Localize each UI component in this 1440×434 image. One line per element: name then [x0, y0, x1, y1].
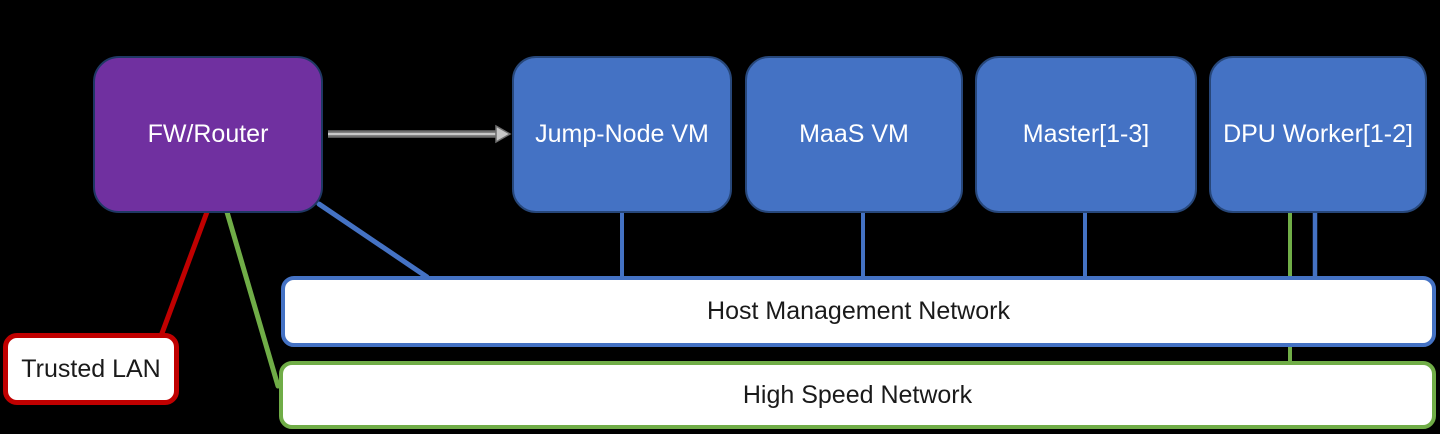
- node-trusted-lan: Trusted LAN: [3, 333, 179, 405]
- node-maas-vm-label: MaaS VM: [799, 120, 909, 149]
- trusted-lan-label: Trusted LAN: [21, 354, 161, 383]
- line-fw-to-host-mgmt: [316, 201, 430, 280]
- arrow-fw-to-jump-node: [328, 124, 512, 144]
- node-fw-router-label: FW/Router: [147, 120, 269, 149]
- node-jump-node-vm: Jump-Node VM: [512, 56, 732, 213]
- node-jump-node-vm-label: Jump-Node VM: [535, 120, 709, 149]
- line-fw-to-trusted-lan: [158, 209, 210, 339]
- line-fw-to-high-speed: [224, 209, 281, 389]
- network-bar-high-speed: High Speed Network: [279, 361, 1436, 429]
- node-fw-router: FW/Router: [93, 56, 323, 213]
- host-management-network-label: Host Management Network: [707, 297, 1010, 325]
- node-dpu-worker: DPU Worker[1-2]: [1209, 56, 1427, 213]
- node-maas-vm: MaaS VM: [745, 56, 963, 213]
- network-bar-host-management: Host Management Network: [281, 276, 1436, 347]
- node-master-label: Master[1-3]: [1022, 120, 1150, 149]
- node-dpu-worker-label: DPU Worker[1-2]: [1223, 120, 1413, 149]
- node-master: Master[1-3]: [975, 56, 1197, 213]
- high-speed-network-label: High Speed Network: [742, 380, 973, 409]
